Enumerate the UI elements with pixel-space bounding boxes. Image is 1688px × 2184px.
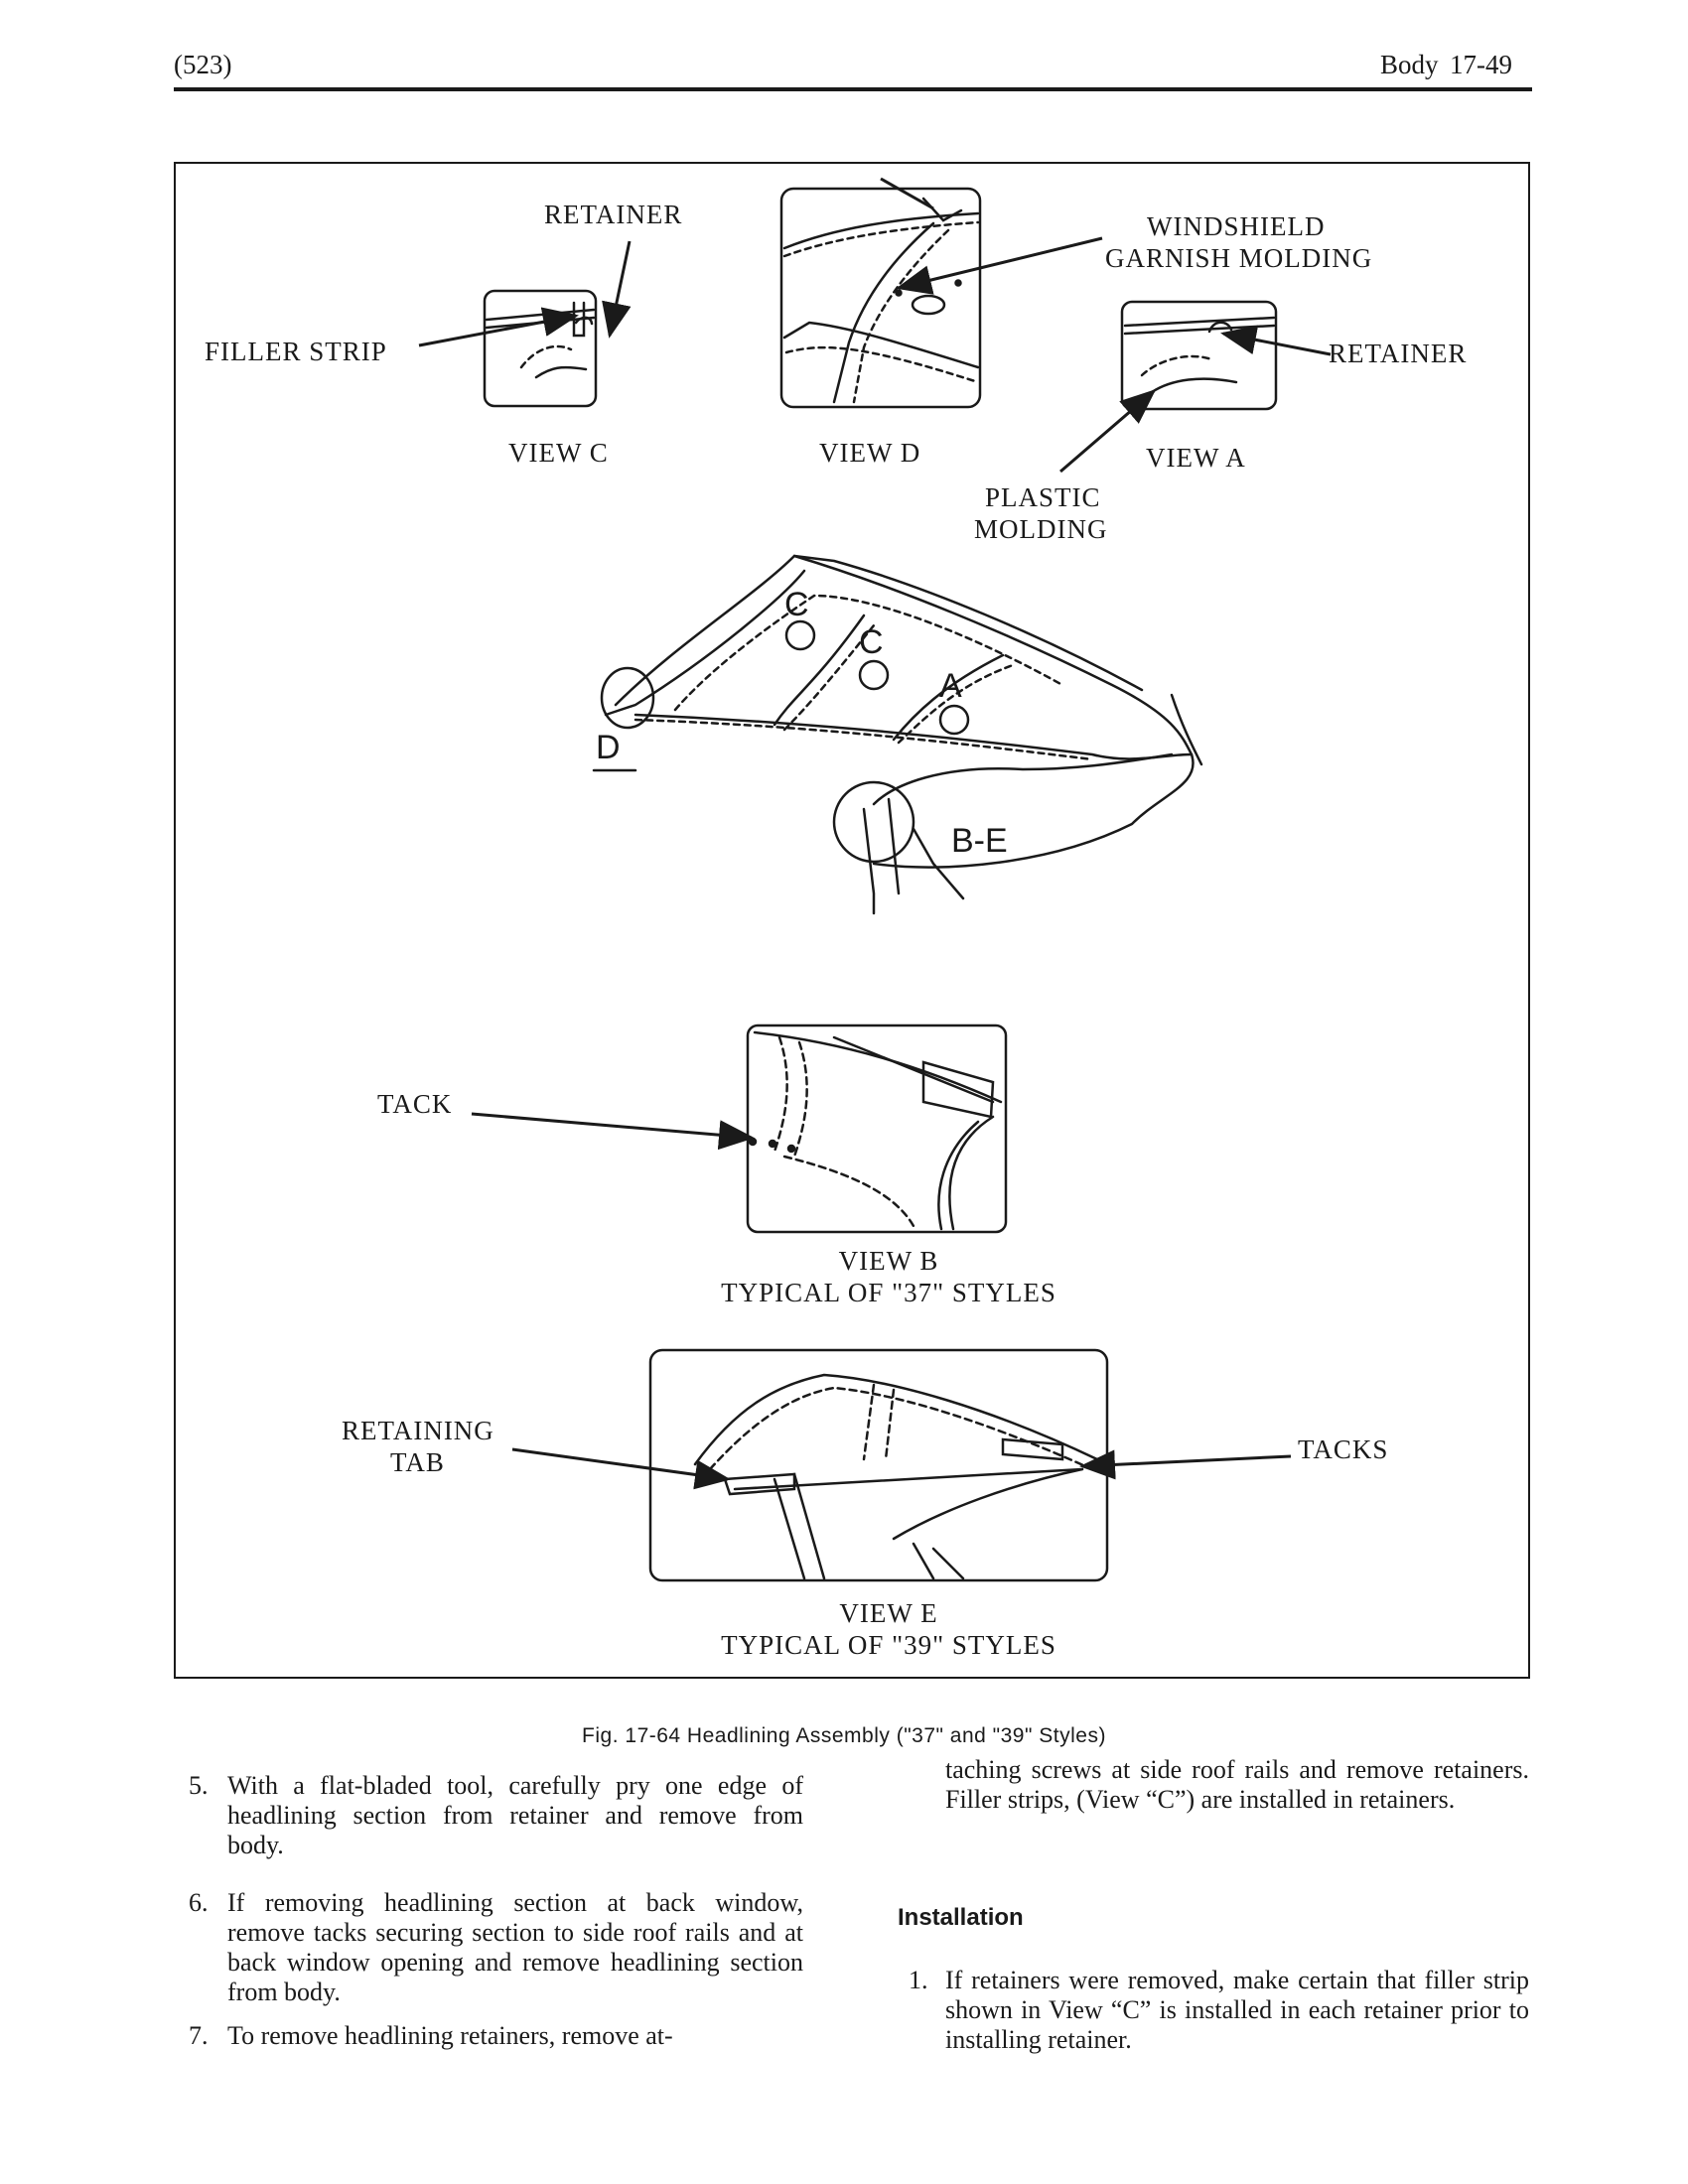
view-e-detail <box>648 1348 1109 1582</box>
step-5-text: With a flat-bladed tool, carefully pry o… <box>227 1771 803 1859</box>
step-6-number: 6. <box>189 1888 209 1917</box>
step-7-continuation: taching screws at side roof rails and re… <box>945 1755 1529 1814</box>
page-reference: (523) <box>174 50 232 79</box>
label-retaining: RETAINING <box>342 1416 494 1445</box>
label-filler-strip: FILLER STRIP <box>205 337 387 366</box>
label-retainer-right: RETAINER <box>1329 339 1468 368</box>
label-tacks: TACKS <box>1298 1434 1389 1464</box>
label-retainer-top: RETAINER <box>544 200 683 229</box>
install-step-1-text: If retainers were removed, make certain … <box>945 1966 1529 2054</box>
view-b-caption: VIEW B <box>838 1246 939 1276</box>
view-e-subcaption: TYPICAL OF "39" STYLES <box>721 1630 1056 1660</box>
label-plastic: PLASTIC <box>985 482 1101 512</box>
step-5-number: 5. <box>189 1771 209 1800</box>
callout-c-2: C <box>859 623 884 661</box>
callout-c-1: C <box>784 586 809 623</box>
view-c-caption: VIEW C <box>508 438 609 468</box>
view-a-caption: VIEW A <box>1146 443 1246 473</box>
header-rule <box>174 87 1532 91</box>
install-step-1-number: 1. <box>909 1966 928 1994</box>
figure-frame <box>174 162 1530 1679</box>
callout-d: D <box>596 729 621 766</box>
label-windshield-1: WINDSHIELD <box>1147 211 1326 241</box>
view-d-caption: VIEW D <box>819 438 921 468</box>
label-tack: TACK <box>377 1089 453 1119</box>
label-molding: MOLDING <box>974 514 1108 544</box>
section-title: Body <box>1380 50 1439 79</box>
figure-caption: Fig. 17-64 Headlining Assembly ("37" and… <box>582 1724 1106 1747</box>
installation-heading: Installation <box>898 1904 1024 1931</box>
label-windshield-2: GARNISH MOLDING <box>1105 243 1373 273</box>
callout-a: A <box>939 667 962 705</box>
view-d-detail <box>779 187 982 409</box>
step-7-text: To remove headlining retainers, remove a… <box>227 2021 673 2050</box>
view-b-subcaption: TYPICAL OF "37" STYLES <box>721 1278 1056 1307</box>
step-6-text: If removing headlining section at back w… <box>227 1888 803 2006</box>
view-b-detail <box>746 1024 1008 1234</box>
roof-assembly <box>592 554 1203 915</box>
view-a-detail <box>1120 300 1278 411</box>
page-number: 17-49 <box>1450 50 1512 79</box>
step-7-number: 7. <box>189 2021 209 2050</box>
callout-b-e: B-E <box>951 822 1008 860</box>
view-c-detail <box>483 289 598 408</box>
label-tab: TAB <box>390 1447 445 1477</box>
view-e-caption: VIEW E <box>839 1598 938 1628</box>
